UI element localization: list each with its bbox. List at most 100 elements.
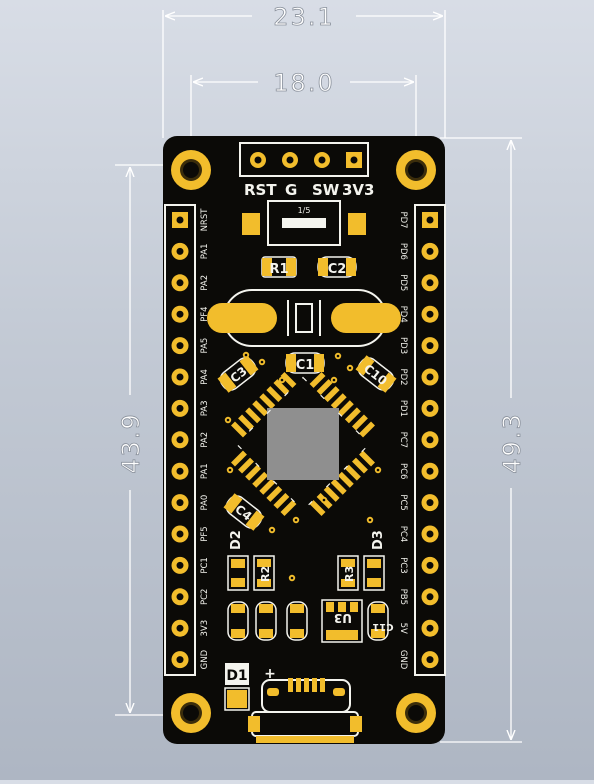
header-pin: PC6 — [398, 462, 439, 480]
capacitor-c3: C3 — [217, 355, 259, 393]
pin-label: PA0 — [200, 495, 210, 511]
pin-label: PB5 — [398, 589, 408, 605]
pin-label: PC2 — [200, 589, 210, 605]
dim-top-width-text: 23.1 — [273, 3, 334, 31]
usb-plus-label: + — [264, 666, 276, 682]
capacitor-bottom-1 — [227, 601, 249, 641]
pin-label: GND — [398, 650, 408, 670]
pin-label: 3V3 — [200, 620, 210, 637]
resistor-r3: R3 — [337, 555, 359, 591]
header-pin: PC7 — [398, 431, 439, 449]
pin-label: PC7 — [398, 432, 408, 448]
crystal — [207, 289, 401, 347]
header-pin: GND — [171, 649, 210, 669]
header-pin: 5V — [398, 619, 439, 637]
header-pin: PC4 — [398, 525, 439, 543]
pin-label: PF4 — [200, 306, 210, 321]
header-pin: PD2 — [398, 368, 439, 386]
pin-label: PD4 — [398, 306, 408, 323]
label-d1: D1 — [226, 668, 247, 684]
header-pin: PA2 — [171, 431, 210, 449]
swd-header-outline — [239, 142, 369, 177]
header-pin: PC1 — [171, 556, 210, 574]
diode-d1: D1 — [224, 663, 250, 711]
vias — [224, 351, 382, 582]
pin-label: NRST — [200, 208, 210, 232]
header-pin: PD3 — [398, 337, 439, 354]
mount-hole-bottom-left — [171, 693, 211, 733]
pcb-board: RST G SW 3V3 1/5 R1 C2 — [163, 136, 446, 744]
pin-label: PD3 — [398, 337, 408, 354]
pin-label: PC4 — [398, 526, 408, 542]
label-u3: U3 — [334, 611, 352, 625]
swd-header: RST G SW 3V3 — [239, 142, 374, 199]
resistor-r2: R2 — [253, 555, 275, 591]
pin-label: PA1 — [200, 243, 210, 259]
header-pin: PF4 — [171, 305, 210, 323]
pin-label: PC5 — [398, 494, 408, 510]
swd-label-sw: SW — [312, 181, 340, 199]
mount-hole-top-left — [171, 150, 211, 190]
led-d2: D2 — [227, 530, 249, 591]
swd-label-rst: RST — [244, 181, 277, 199]
swd-label-3v3: 3V3 — [342, 181, 374, 199]
swd-pin — [314, 152, 330, 168]
pin-label: PA3 — [200, 400, 210, 416]
resistor-r1: R1 — [261, 256, 297, 278]
pin-label: PD5 — [398, 274, 408, 291]
header-pin: PD4 — [398, 306, 439, 323]
label-c2: C2 — [328, 262, 347, 277]
header-pin: PF5 — [171, 525, 210, 543]
dimension-annotations: 23.1 18.0 43.9 49.3 — [115, 3, 526, 743]
dim-left-height-text: 43.9 — [117, 412, 145, 473]
label-c1: C1 — [296, 358, 315, 373]
right-pin-header: PD7PD6PD5PD4PD3PD2PD1PC7PC6PC5PC4PC3PB55… — [398, 204, 446, 676]
swd-label-g: G — [285, 181, 297, 199]
pin-label: PA2 — [200, 275, 210, 291]
pin-label: PD7 — [398, 211, 408, 228]
pin-label: GND — [200, 649, 210, 669]
pin-label: PD2 — [398, 368, 408, 385]
header-pin: PC5 — [398, 494, 439, 512]
mcu-chip — [231, 372, 375, 516]
capacitor-c11: C11 — [367, 601, 394, 641]
pin-label: PA4 — [200, 369, 210, 385]
header-pin: PA3 — [171, 399, 210, 417]
pin-label: PD1 — [398, 400, 408, 417]
label-c11: C11 — [372, 621, 393, 632]
pin-label: PA1 — [200, 463, 210, 479]
header-pin: PA5 — [171, 337, 210, 355]
capacitor-bottom-2 — [255, 601, 277, 641]
label-r3: R3 — [343, 566, 356, 582]
led-d3: D3 — [363, 530, 386, 591]
pin-label: PF5 — [200, 526, 210, 541]
header-pin: PC2 — [171, 588, 210, 606]
swd-pin — [282, 152, 298, 168]
pin-label: 5V — [398, 623, 408, 634]
dim-inner-width-text: 18.0 — [273, 69, 334, 97]
label-d2: D2 — [229, 530, 244, 550]
header-pin: GND — [398, 650, 439, 670]
pin-label: PC1 — [200, 557, 210, 573]
mount-hole-top-right — [396, 150, 436, 190]
capacitor-c1: C1 — [285, 352, 325, 374]
header-pin: PD5 — [398, 274, 439, 291]
header-pin: PD1 — [398, 400, 439, 417]
switch-label: 1/5 — [298, 206, 311, 215]
label-d3: D3 — [371, 530, 386, 550]
pin-label: PA2 — [200, 432, 210, 448]
header-pin: PC3 — [398, 556, 439, 574]
header-pin: PA1 — [171, 462, 210, 480]
pin-label: PC3 — [398, 557, 408, 573]
dim-right-height-text: 49.3 — [498, 412, 526, 473]
regulator-u3: U3 — [321, 599, 363, 643]
pin-label: PA5 — [200, 338, 210, 354]
left-pin-header: NRSTPA1PA2PF4PA5PA4PA3PA2PA1PA0PF5PC1PC2… — [164, 204, 210, 676]
capacitor-bottom-3 — [286, 601, 308, 641]
label-r1: R1 — [269, 262, 288, 277]
header-pin: PB5 — [398, 588, 439, 606]
mount-hole-bottom-right — [396, 693, 436, 733]
header-pin: PA2 — [171, 274, 210, 292]
